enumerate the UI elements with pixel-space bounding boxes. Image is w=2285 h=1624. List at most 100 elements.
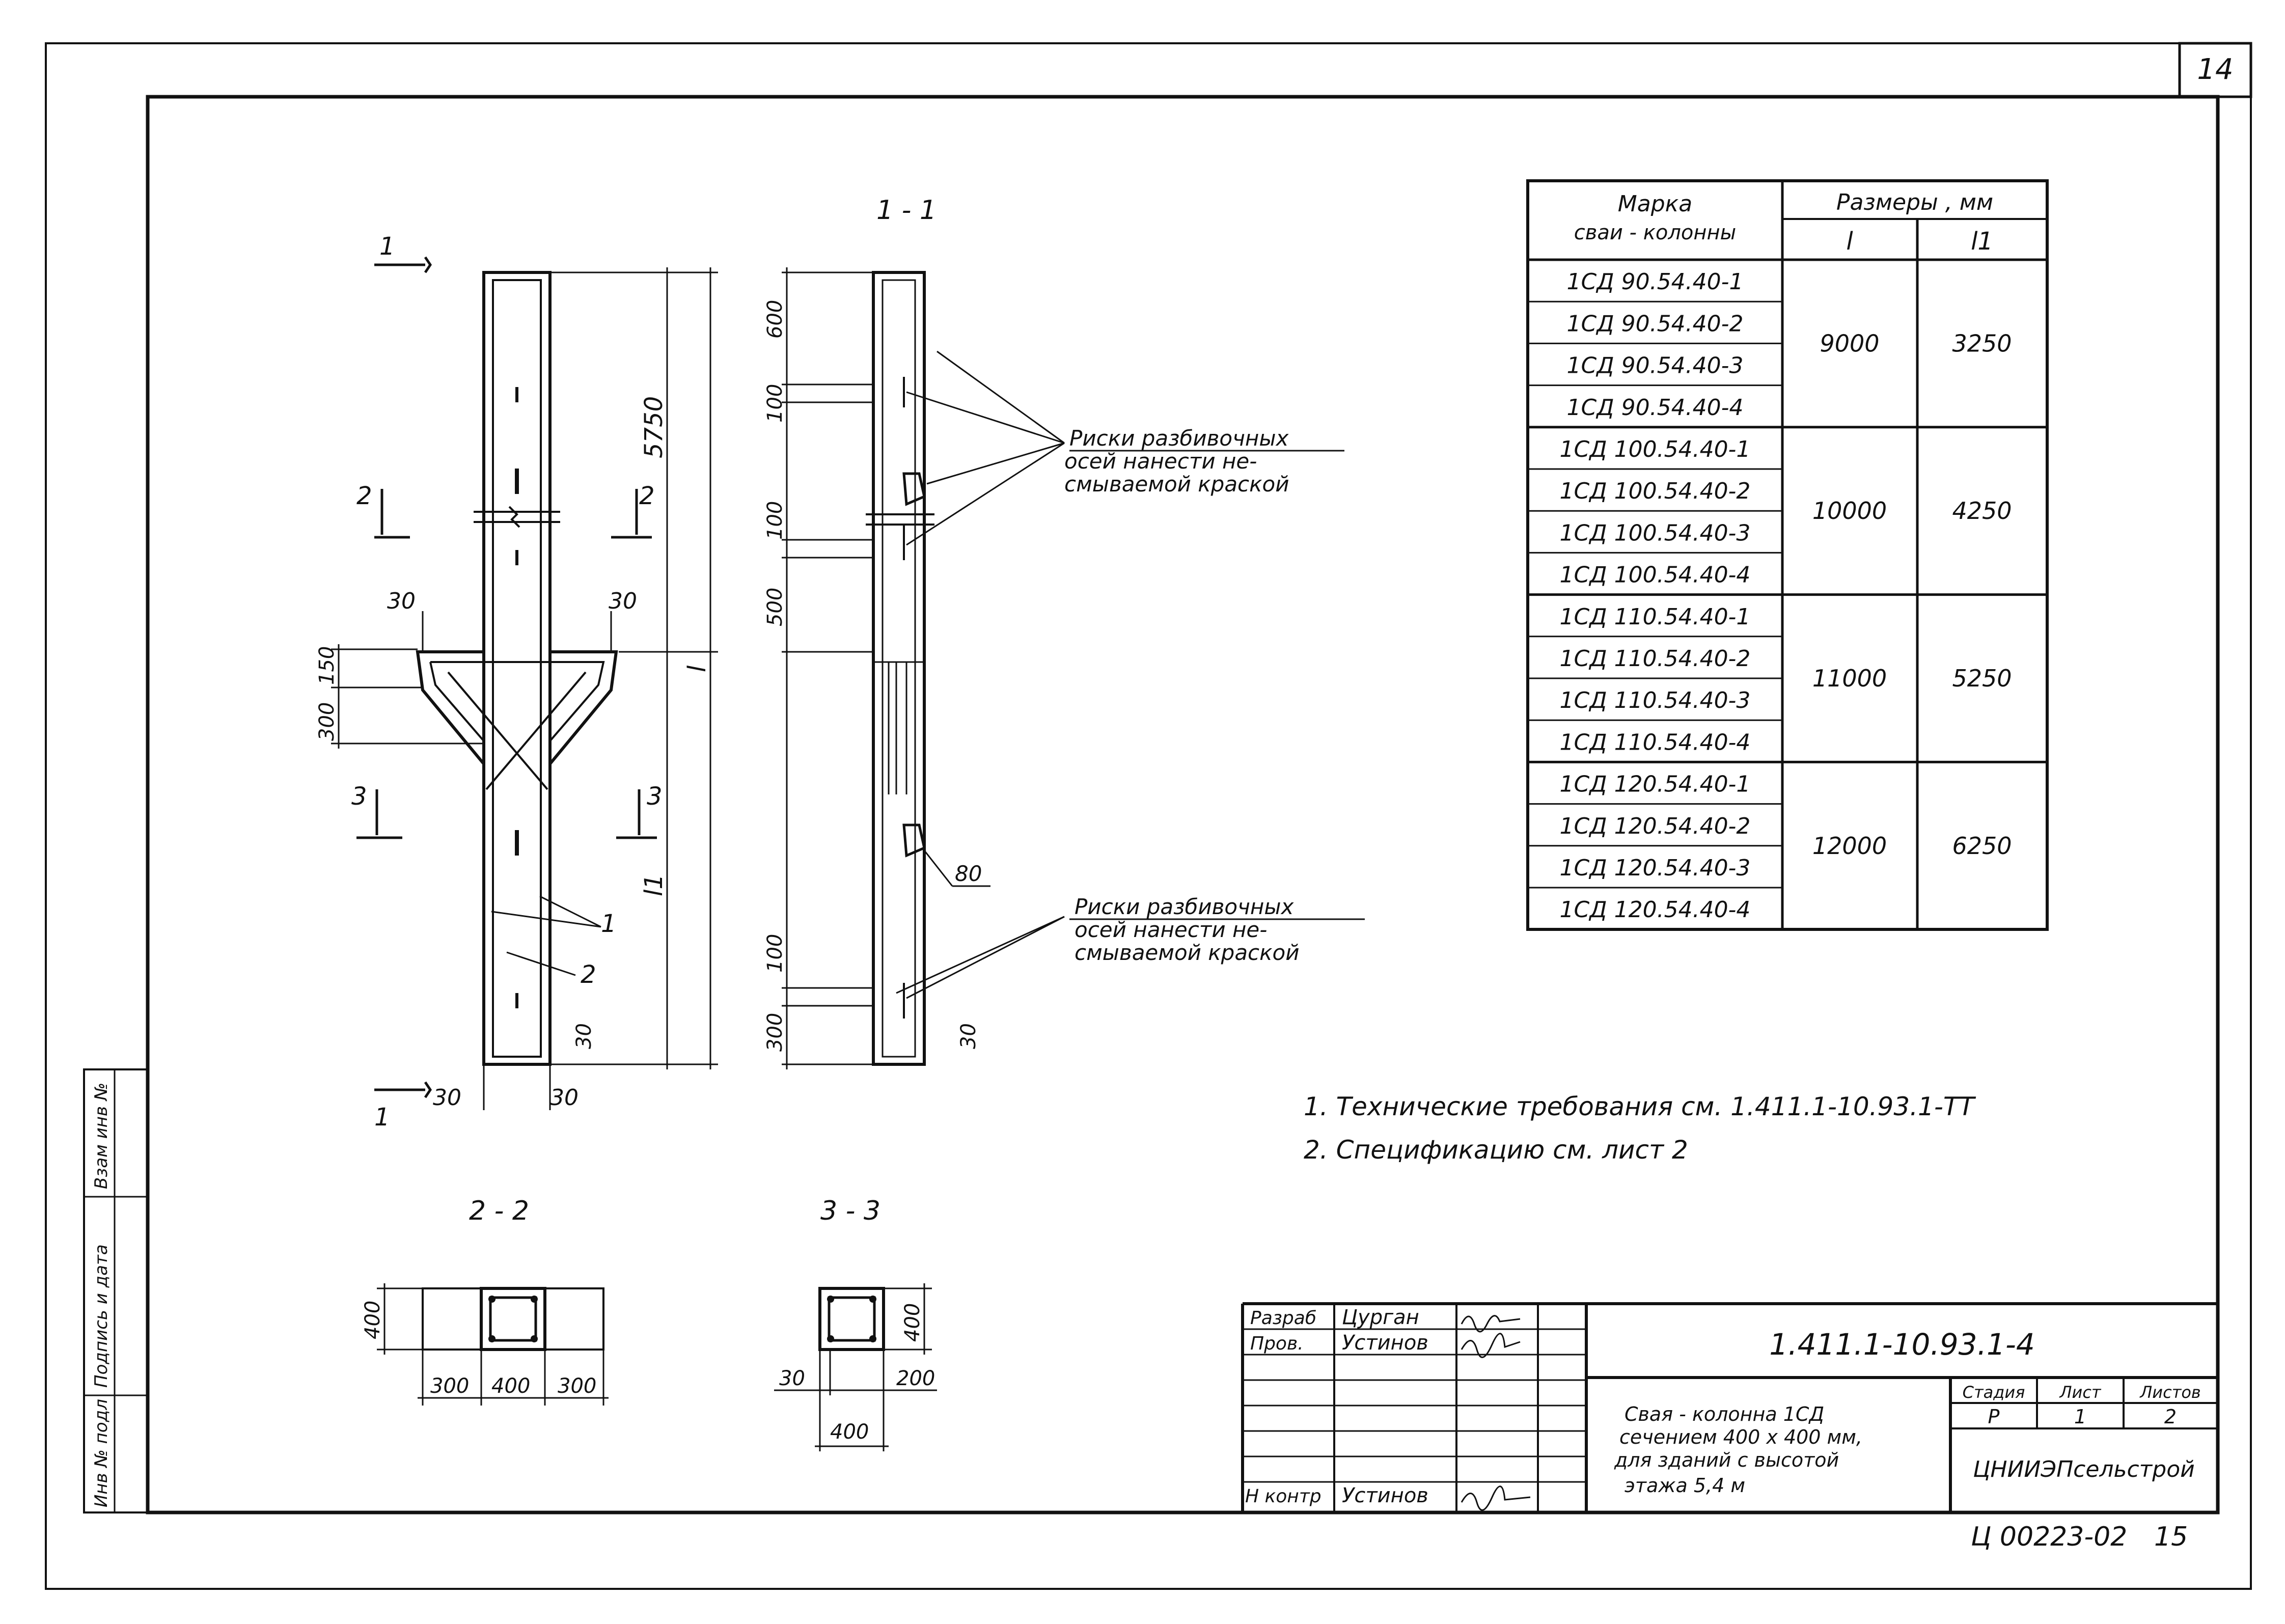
drawing-frame <box>146 95 2220 1515</box>
table-mark-cell: 1СД 120.54.40-2 <box>1560 813 1751 839</box>
table-size-l1-cell: 3250 <box>1952 329 2012 357</box>
annotation-lower: Риски разбивочных осей нанести не- смыва… <box>1069 894 1365 965</box>
annotation-lower-line2: осей нанести не- <box>1075 917 1267 942</box>
section-1-1-title: 1 - 1 <box>876 195 937 226</box>
table-mark-cell: 1СД 110.54.40-3 <box>1560 687 1751 713</box>
note-2: 2. Спецификацию см. лист 2 <box>1304 1135 1688 1165</box>
dim-l: l <box>683 665 711 672</box>
table-size-l1-cell: 4250 <box>1952 497 2012 525</box>
table-mark-cell: 1СД 90.54.40-3 <box>1567 353 1744 379</box>
dim-100-top: 100 <box>763 384 787 423</box>
signature-1 <box>1461 1315 1521 1333</box>
dim-600: 600 <box>763 300 787 339</box>
table-size-l-cell: 10000 <box>1812 497 1887 525</box>
dim-30-left: 30 <box>387 588 416 614</box>
dim-80: 80 <box>955 861 982 886</box>
tb-title-2: сечением 400 х 400 мм, <box>1619 1426 1862 1448</box>
callout-1: 1 <box>601 910 617 938</box>
dim-30-bottom-side: 30 <box>572 1023 596 1049</box>
tb-name-2: Устинов <box>1342 1331 1428 1355</box>
cut-2-left: 2 <box>356 482 372 510</box>
tb-sheets: 2 <box>2164 1406 2177 1428</box>
bottom-code: Ц 00223-02 <box>1971 1522 2127 1552</box>
dim-100-bottom: 100 <box>763 934 787 973</box>
dim-300-left: 300 <box>315 702 339 741</box>
tb-sheets-label: Листов <box>2139 1383 2201 1402</box>
sheet-number-box <box>2178 42 2252 98</box>
table-mark-cell: 1СД 110.54.40-1 <box>1560 604 1751 630</box>
dim-300-section: 300 <box>763 1013 787 1052</box>
tb-name-3: Устинов <box>1342 1484 1428 1507</box>
annotation-upper-line3: смываемой краской <box>1064 472 1289 497</box>
annotation-upper-line2: осей нанести не- <box>1064 449 1257 474</box>
dim-400-3-3: 400 <box>830 1420 869 1444</box>
table-mark-cell: 1СД 120.54.40-3 <box>1560 855 1751 881</box>
annotation-lower-line1: Риски разбивочных <box>1075 894 1295 919</box>
dim-200-3-3: 200 <box>896 1367 935 1390</box>
dim-400-2-2-side: 400 <box>361 1301 384 1339</box>
table-mark-cell: 1СД 110.54.40-2 <box>1560 646 1751 672</box>
table-header-l1: l1 <box>1971 227 1993 256</box>
table-size-l1-cell: 6250 <box>1952 832 2012 860</box>
tb-stage: Р <box>1988 1406 2000 1428</box>
section-2-2-title: 2 - 2 <box>469 1196 529 1226</box>
signature-3 <box>1461 1485 1531 1511</box>
tb-title-3: для зданий с высотой <box>1614 1449 1839 1471</box>
table-mark-cell: 1СД 120.54.40-1 <box>1560 772 1751 797</box>
table-header-l: l <box>1846 227 1853 256</box>
callout-2: 2 <box>581 960 596 989</box>
dim-l1: l1 <box>640 874 668 896</box>
inv-label: Инв № подл <box>91 1399 112 1507</box>
table-mark-cell: 1СД 100.54.40-2 <box>1560 478 1751 504</box>
table-mark-cell: 1СД 100.54.40-1 <box>1560 436 1751 462</box>
annotation-lower-line3: смываемой краской <box>1075 940 1300 965</box>
tb-name-1: Цурган <box>1342 1306 1419 1329</box>
table-size-l-cell: 12000 <box>1812 832 1887 860</box>
section-1-1: 1 - 1 600 100 100 500 100 300 30 <box>763 195 1065 1069</box>
dim-30-bottom-left: 30 <box>433 1085 461 1111</box>
table-header-mark-1: Марка <box>1618 191 1692 217</box>
section-3-3-title: 3 - 3 <box>820 1196 880 1226</box>
table-size-l-cell: 9000 <box>1820 329 1879 357</box>
sign-label: Подпись и дата <box>91 1244 112 1388</box>
tb-title-1: Свая - колонна 1СД <box>1625 1403 1824 1425</box>
bottom-page: 15 <box>2154 1522 2188 1552</box>
table-size-l1-cell: 5250 <box>1952 665 2012 692</box>
sheet-number: 14 <box>2197 53 2233 86</box>
annotation-upper: Риски разбивочных осей нанести не- смыва… <box>1064 426 1344 497</box>
tb-sheet-label: Лист <box>2059 1383 2101 1402</box>
table-mark-cell: 1СД 90.54.40-2 <box>1567 311 1744 337</box>
table-mark-cell: 1СД 120.54.40-4 <box>1560 897 1751 923</box>
table-mark-cell: 1СД 100.54.40-3 <box>1560 520 1751 546</box>
elevation-view: 5750 l l1 30 30 150 300 30 30 30 1 2 <box>315 267 718 1111</box>
dim-300-2-2-left: 300 <box>430 1374 469 1398</box>
cut-3-right: 3 <box>647 782 663 811</box>
tb-role-3: Н контр <box>1245 1486 1322 1507</box>
replace-label: Взам инв № <box>91 1083 112 1189</box>
dim-500: 500 <box>763 588 787 626</box>
table-mark-cell: 1СД 90.54.40-4 <box>1567 395 1744 421</box>
tb-org: ЦНИИЭПсельстрой <box>1973 1456 2194 1482</box>
table-size-l-cell: 11000 <box>1812 665 1887 692</box>
marks-table: Марка сваи - колонны Размеры , мм l l1 1… <box>1526 179 2049 931</box>
title-block: Разраб Цурган Пров. Устинов Н контр Усти… <box>1241 1302 2218 1512</box>
cut-markers: 1 1 2 2 3 3 <box>351 232 663 1132</box>
dim-400-2-2: 400 <box>491 1374 530 1398</box>
cut-2-right: 2 <box>639 482 655 510</box>
dim-30-bottom-right: 30 <box>550 1085 579 1111</box>
dim-30-right: 30 <box>609 588 637 614</box>
tb-title-4: этажа 5,4 м <box>1625 1474 1745 1497</box>
dim-400-3-3-side: 400 <box>901 1303 924 1342</box>
table-header-mark-2: сваи - колонны <box>1574 221 1737 244</box>
table-mark-cell: 1СД 110.54.40-4 <box>1560 729 1751 755</box>
signature-2 <box>1461 1333 1521 1358</box>
dim-5750: 5750 <box>640 396 668 458</box>
dim-150: 150 <box>315 646 339 685</box>
cut-1-bottom: 1 <box>374 1103 390 1132</box>
tb-sheet: 1 <box>2074 1406 2086 1428</box>
tb-role-2: Пров. <box>1250 1333 1304 1354</box>
dim-100-mid: 100 <box>763 501 787 540</box>
section-3-3: 3 - 3 400 30 200 400 <box>774 1196 937 1451</box>
section-2-2: 2 - 2 400 300 400 300 <box>361 1196 609 1406</box>
